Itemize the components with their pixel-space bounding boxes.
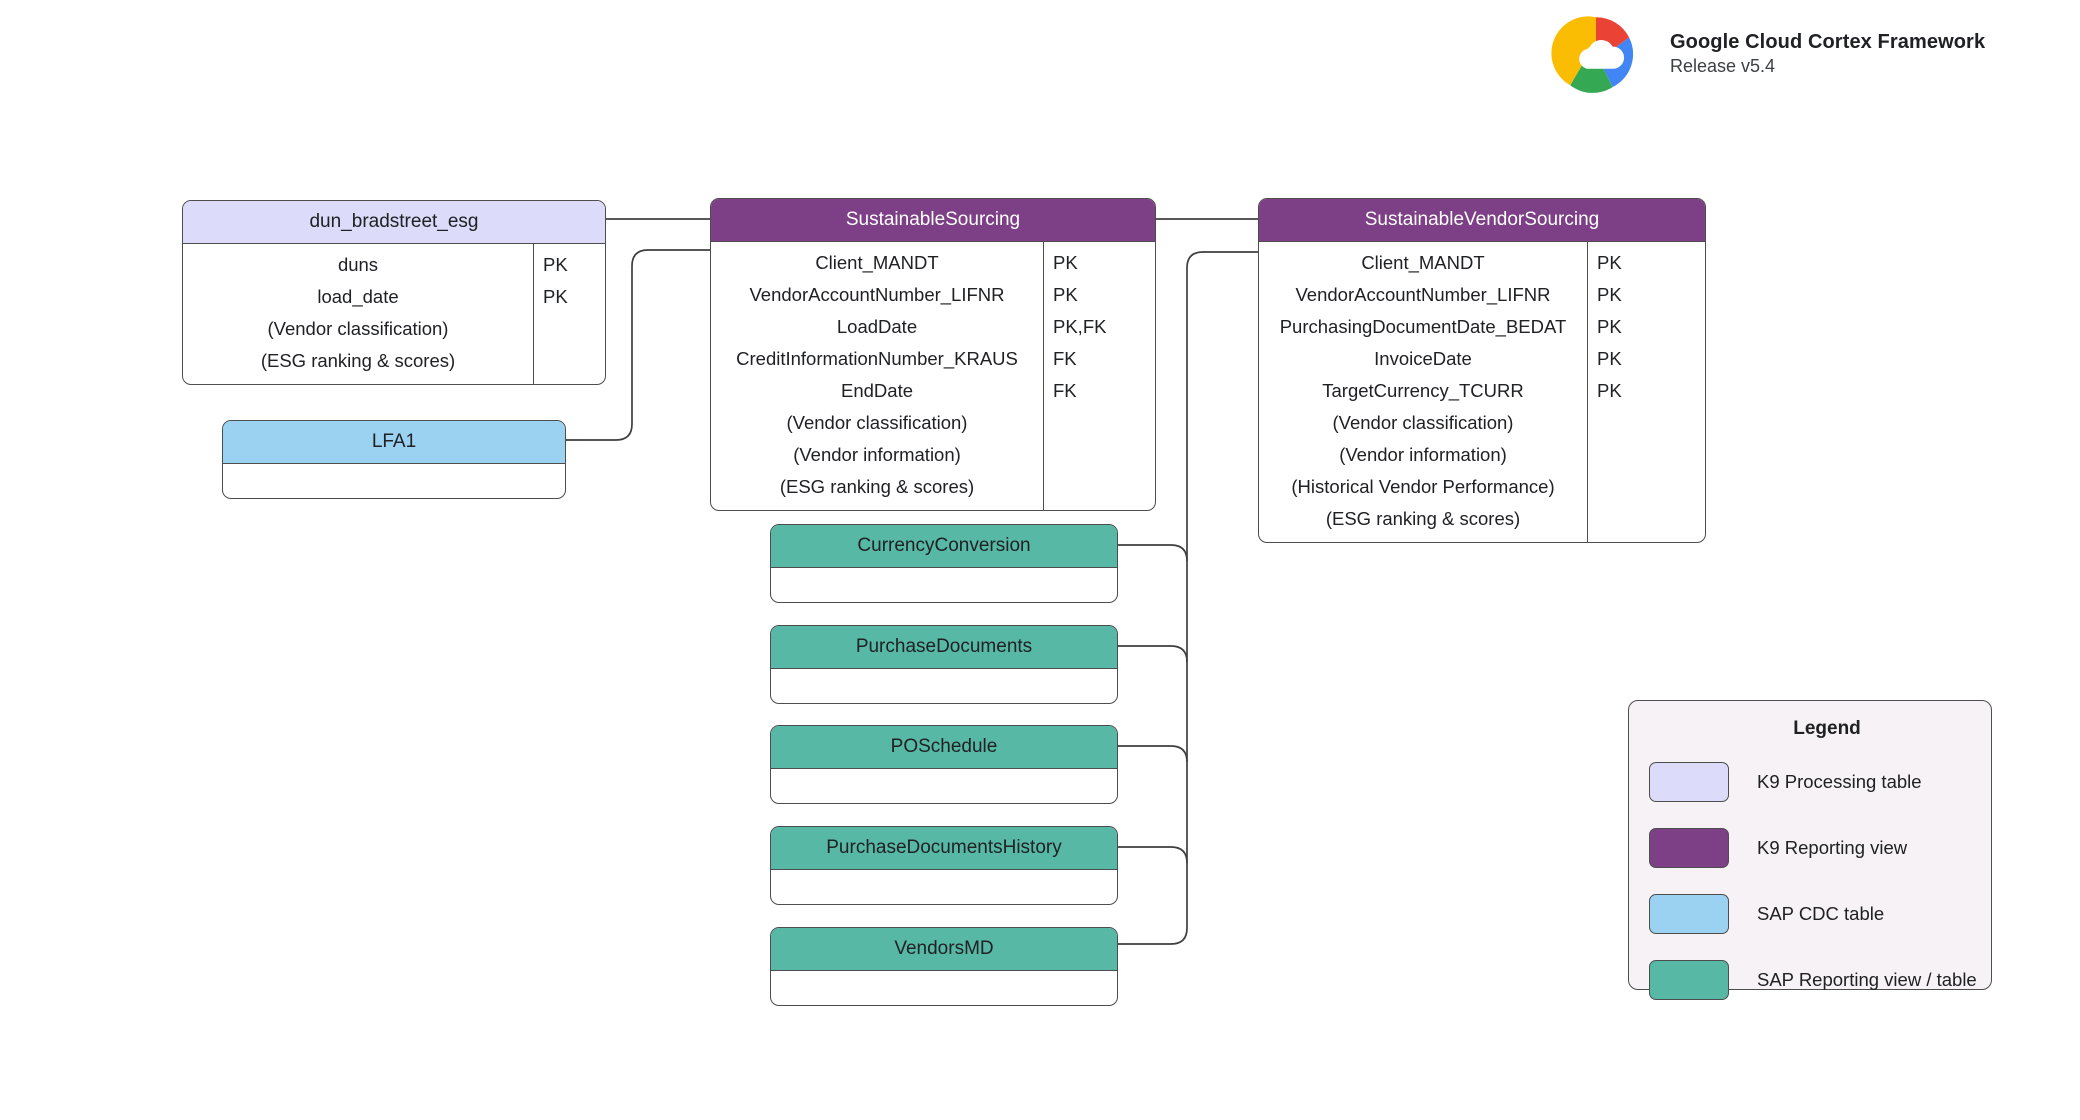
entity-sustainable-vendor-sourcing[interactable]: SustainableVendorSourcing Client_MANDT V… [1258,198,1706,543]
entity-title: VendorsMD [771,928,1117,971]
entity-title: POSchedule [771,726,1117,769]
connector-purchase-documents-history [1118,846,1188,864]
entity-purchase-documents-history[interactable]: PurchaseDocumentsHistory [770,826,1118,905]
field-key: PK [543,254,568,275]
field-name: Client_MANDT [815,252,939,273]
field-name: duns [337,254,379,275]
field-name: CreditInformationNumber_KRAUS [736,348,1018,369]
field-key: PK [1597,252,1622,273]
field-key: PK [1597,380,1622,401]
field-key: PK [1053,284,1078,305]
brand-title: Google Cloud Cortex Framework [1670,30,1986,53]
field-name: PurchasingDocumentDate_BEDAT [1279,316,1567,337]
legend-label: SAP CDC table [1757,903,1885,924]
field-name: (ESG ranking & scores) [260,350,456,371]
field-name: VendorAccountNumber_LIFNR [1295,284,1551,305]
legend-label: K9 Processing table [1757,771,1922,792]
entity-title: SustainableVendorSourcing [1259,199,1705,242]
connector-currency-conversion [1118,544,1188,562]
legend-item-sap-cdc-table: SAP CDC table [1649,890,1991,938]
entity-currency-conversion[interactable]: CurrencyConversion [770,524,1118,603]
entity-sustainable-sourcing[interactable]: SustainableSourcing Client_MANDT VendorA… [710,198,1156,511]
entity-title: PurchaseDocuments [771,626,1117,669]
field-key: PK [1597,316,1622,337]
legend-swatch [1649,960,1729,1000]
field-name: (Vendor information) [1339,444,1507,465]
entity-vendors-md[interactable]: VendorsMD [770,927,1118,1006]
legend-item-k9-processing-table: K9 Processing table [1649,758,1991,806]
field-name: (ESG ranking & scores) [779,476,975,497]
legend-title: Legend [1793,718,1861,739]
connector-po-schedule [1118,745,1188,763]
legend-panel: Legend K9 Processing table K9 Reporting … [1628,700,1992,1000]
field-key: PK,FK [1053,316,1107,337]
entity-title: LFA1 [223,421,565,464]
field-name: (Vendor classification) [786,412,968,433]
field-name: LoadDate [836,316,918,337]
field-key: FK [1053,380,1077,401]
entity-po-schedule[interactable]: POSchedule [770,725,1118,804]
field-name: InvoiceDate [1374,348,1472,369]
field-name: (Historical Vendor Performance) [1291,476,1555,497]
legend-item-sap-reporting-view: SAP Reporting view / table [1649,956,1991,1004]
brand-release: Release v5.4 [1670,56,1776,77]
field-name: (Vendor classification) [267,318,449,339]
entity-purchase-documents[interactable]: PurchaseDocuments [770,625,1118,704]
legend-swatch [1649,828,1729,868]
legend-swatch [1649,762,1729,802]
field-key: PK [543,286,568,307]
entity-title: dun_bradstreet_esg [183,201,605,244]
field-name: load_date [317,286,399,307]
field-name: VendorAccountNumber_LIFNR [749,284,1005,305]
field-name: EndDate [841,380,913,401]
field-key: FK [1053,348,1077,369]
field-key [534,317,605,341]
field-name: (Vendor classification) [1332,412,1514,433]
field-name: (ESG ranking & scores) [1325,508,1521,529]
field-name: (Vendor information) [793,444,961,465]
field-name: Client_MANDT [1361,252,1485,273]
field-key [534,349,605,373]
field-key: PK [1053,252,1078,273]
legend-label: SAP Reporting view / table [1757,969,1977,990]
entity-lfa1[interactable]: LFA1 [222,420,566,499]
legend-item-k9-reporting-view: K9 Reporting view [1649,824,1991,872]
field-key: PK [1597,284,1622,305]
field-name: TargetCurrency_TCURR [1322,380,1524,401]
entity-title: CurrencyConversion [771,525,1117,568]
entity-title: PurchaseDocumentsHistory [771,827,1117,870]
field-key: PK [1597,348,1622,369]
entity-dun-bradstreet-esg[interactable]: dun_bradstreet_esg duns load_date (Vendo… [182,200,606,385]
google-cloud-logo [1551,16,1634,93]
entity-title: SustainableSourcing [711,199,1155,242]
legend-swatch [1649,894,1729,934]
brand-header: Google Cloud Cortex Framework Release v5… [1540,8,1985,100]
legend-label: K9 Reporting view [1757,837,1908,858]
connector-purchase-documents [1118,645,1188,663]
